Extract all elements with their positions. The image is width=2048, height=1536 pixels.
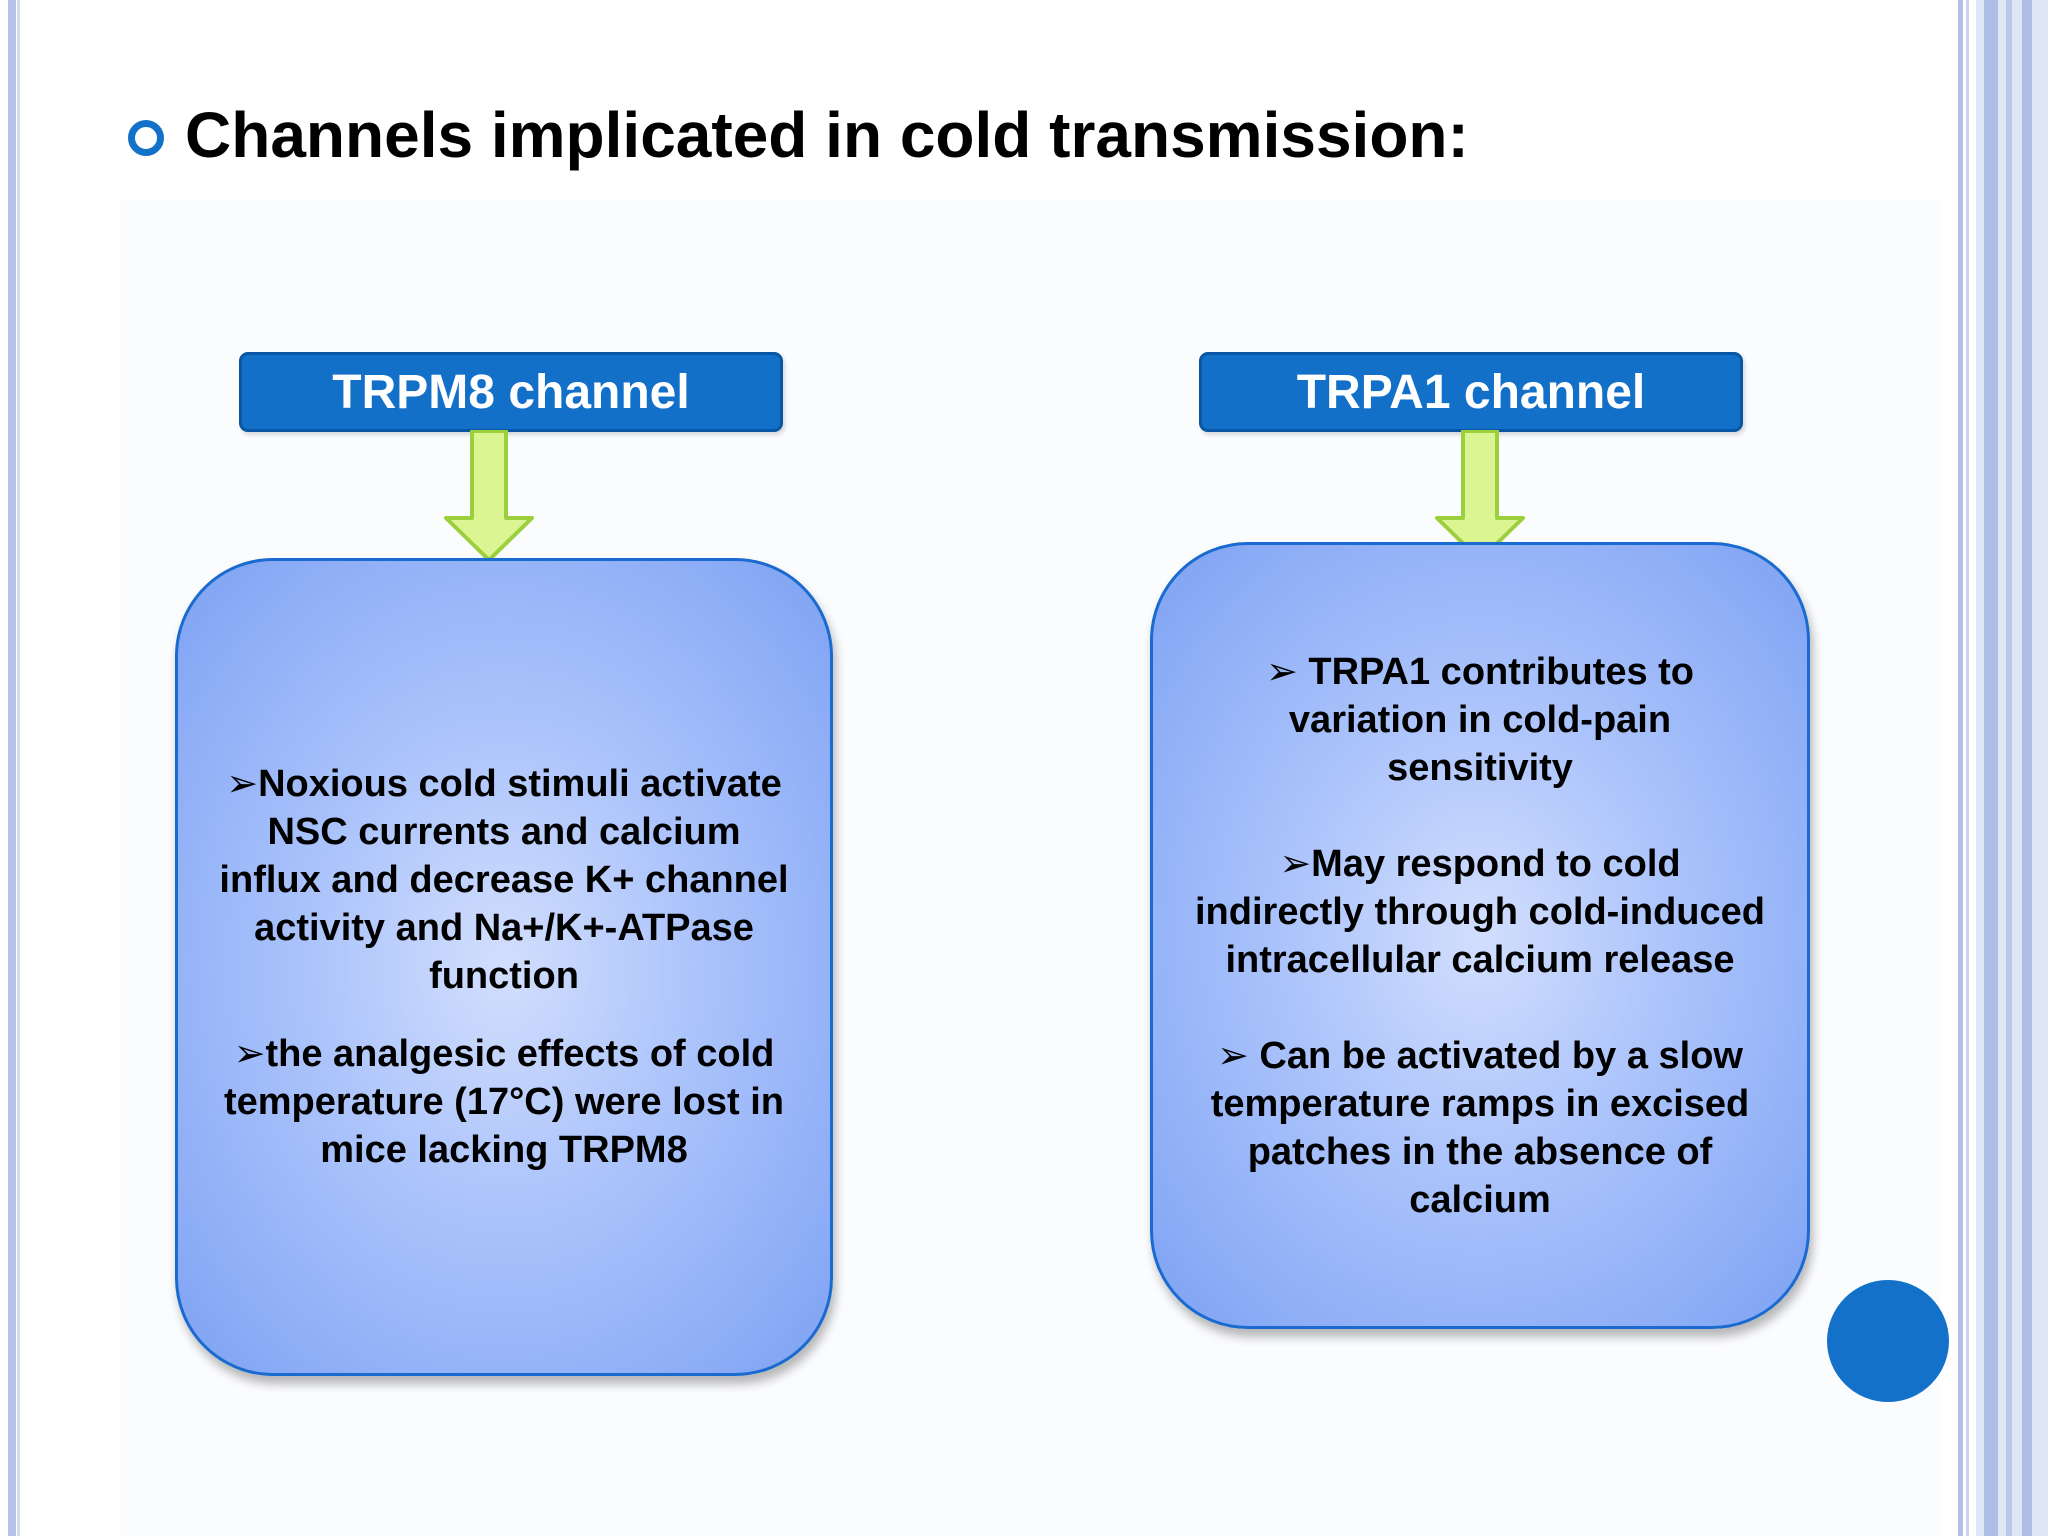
circle-decoration (1827, 1280, 1949, 1402)
arrow-down-icon (1435, 430, 1525, 562)
trpa1-point-3: ➢ Can be activated by a slow temperature… (1210, 1034, 1750, 1221)
trpa1-point-2: ➢May respond to cold indirectly through … (1195, 842, 1765, 981)
trpm8-point-2: ➢the analgesic effects of cold temperatu… (223, 1033, 785, 1171)
trpa1-info-box: ➢ TRPA1 contributes to variation in cold… (1150, 542, 1810, 1329)
arrow-down-icon (444, 430, 534, 562)
left-border-stripe (8, 0, 16, 1536)
trpa1-point-1: ➢ TRPA1 contributes to variation in cold… (1265, 650, 1695, 789)
right-border-stripe (1966, 0, 1969, 1536)
right-border-stripe (1984, 0, 1998, 1536)
trpm8-point-1: ➢Noxious cold stimuli activate NSC curre… (219, 763, 789, 997)
trpm8-info-box: ➢Noxious cold stimuli activate NSC curre… (175, 558, 833, 1376)
slide-title: Channels implicated in cold transmission… (185, 99, 1469, 171)
left-border-stripe-inner (17, 0, 20, 1536)
right-border-stripe (2006, 0, 2012, 1536)
ring-bullet-icon (128, 120, 164, 156)
right-border-stripe (1958, 0, 1963, 1536)
trpa1-header-label: TRPA1 channel (1296, 365, 1646, 419)
trpm8-header-box: TRPM8 channel (239, 352, 783, 432)
trpa1-header-box: TRPA1 channel (1199, 352, 1743, 432)
trpm8-header-label: TRPM8 channel (332, 365, 690, 419)
right-border-stripe (2022, 0, 2032, 1536)
